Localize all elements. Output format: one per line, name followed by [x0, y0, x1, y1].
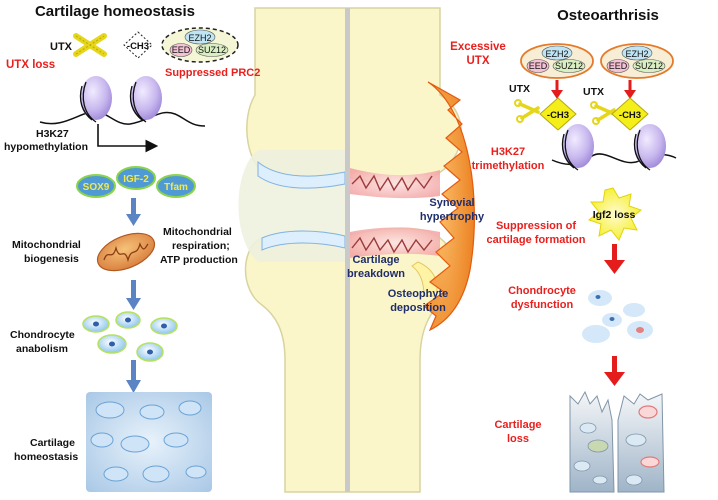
- right-suz12-1: SUZ12: [555, 61, 583, 71]
- factor-igf2: IGF-2: [116, 166, 156, 190]
- left-ch3-label: -CH3: [127, 41, 149, 52]
- right-ch3-1: -CH3: [547, 110, 569, 121]
- red-arrow-1: [604, 244, 625, 274]
- left-title: Cartilage homeostasis: [35, 3, 195, 20]
- damaged-cartilage-upper-zigzag: [351, 174, 433, 192]
- left-eed: EED: [172, 45, 191, 55]
- damaged-cartilage-lower-zigzag: [351, 236, 433, 254]
- healthy-chondrocytes: [82, 311, 178, 362]
- svg-text:breakdown: breakdown: [347, 268, 405, 280]
- igf2-loss-label: Igf2 loss: [593, 209, 636, 221]
- prc2-complex-1: EZH2 EED SUZ12: [520, 43, 594, 79]
- right-utx-label-1: UTX: [509, 83, 530, 95]
- right-utx-label-2: UTX: [583, 86, 604, 98]
- cart-homeo-label-1: Cartilage: [30, 437, 75, 449]
- joint-illustration: [238, 7, 475, 493]
- utx-loss-label: UTX loss: [6, 59, 55, 71]
- red-arrow-prc2-1: [551, 80, 563, 99]
- dysfunction-label-1: Chondrocyte: [508, 285, 576, 297]
- svg-text:Osteophyte: Osteophyte: [388, 288, 449, 300]
- cart-loss-label-1: Cartilage: [494, 419, 541, 431]
- right-title: Osteoarthrisis: [557, 7, 659, 24]
- left-ezh2: EZH2: [188, 33, 211, 43]
- svg-text:hypertrophy: hypertrophy: [420, 211, 485, 223]
- prc2-complex-2: EZH2 EED SUZ12: [600, 43, 674, 79]
- blue-arrow-2: [126, 280, 141, 310]
- cartilage-loss-tissue: [569, 390, 665, 493]
- mito-bio-label-1: Mitochondrial: [12, 239, 81, 251]
- red-arrow-2: [604, 356, 625, 386]
- svg-text:Synovial: Synovial: [429, 197, 474, 209]
- osteophyte: [411, 261, 438, 297]
- dysfunctional-chondrocytes: [582, 290, 653, 343]
- chondro-label-1: Chondrocyte: [10, 329, 75, 341]
- breakdown-label-2: breakdown: [347, 268, 405, 280]
- factor-tfam: Tfam: [156, 174, 196, 198]
- svg-text:Cartilage: Cartilage: [352, 254, 399, 266]
- synovial-label-1: Synovial: [429, 197, 474, 209]
- blue-arrow-1: [126, 198, 141, 226]
- h3k27-label-1: H3K27: [36, 128, 69, 140]
- scissors-icon-2: [590, 101, 616, 125]
- blue-arrow-3: [126, 360, 141, 393]
- scissors-icon-1: [514, 99, 540, 123]
- divider-line: [345, 8, 350, 492]
- cart-loss-label-2: loss: [507, 433, 529, 445]
- healthy-cartilage-tissue: [86, 392, 212, 492]
- excessive-label-1: Excessive: [450, 41, 506, 53]
- ch3-mark-2: -CH3: [611, 97, 649, 131]
- svg-text:deposition: deposition: [390, 302, 446, 314]
- mito-resp-label-3: ATP production: [160, 254, 238, 266]
- right-ezh2-2: EZH2: [625, 49, 648, 59]
- chondro-label-2: anabolism: [16, 343, 68, 355]
- right-ch3-2: -CH3: [619, 110, 641, 121]
- right-suz12-2: SUZ12: [635, 61, 663, 71]
- factor-tfam-label: Tfam: [164, 182, 188, 193]
- osteophyte-label-1: Osteophyte: [388, 288, 449, 300]
- factor-igf2-label: IGF-2: [123, 174, 149, 185]
- excessive-label-2: UTX: [467, 55, 490, 67]
- left-suz12: SUZ12: [198, 45, 226, 55]
- mito-bio-label-2: biogenesis: [24, 253, 79, 265]
- igf2-loss-burst: Igf2 loss: [587, 187, 643, 241]
- cart-homeo-label-2: homeostasis: [14, 451, 78, 463]
- left-nucleosomes: [39, 76, 206, 153]
- suppression-label-2: cartilage formation: [486, 234, 585, 246]
- suppressed-prc2-label: Suppressed PRC2: [165, 67, 260, 79]
- trimethyl-label-2: trimethylation: [472, 160, 545, 172]
- mito-resp-label-2: respiration;: [172, 240, 230, 252]
- ch3-dashed-icon: [123, 31, 153, 59]
- mitochondrion-icon: [96, 232, 156, 272]
- red-arrow-prc2-2: [624, 80, 636, 99]
- h3k27-label-2: hypomethylation: [4, 141, 88, 153]
- osteophyte-label-2: deposition: [390, 302, 446, 314]
- breakdown-label-1: Cartilage: [352, 254, 399, 266]
- utx-scissors-icon: [73, 33, 107, 57]
- right-eed-1: EED: [529, 61, 548, 71]
- right-eed-2: EED: [609, 61, 628, 71]
- factor-sox9: SOX9: [76, 174, 116, 198]
- right-ezh2-1: EZH2: [545, 49, 568, 59]
- trimethyl-label-1: H3K27: [491, 146, 525, 158]
- ch3-mark-1: -CH3: [539, 97, 577, 131]
- dysfunction-label-2: dysfunction: [511, 299, 574, 311]
- mito-resp-label-1: Mitochondrial: [163, 226, 232, 238]
- damaged-cartilage-lower: [350, 227, 440, 258]
- synovial-label-2: hypertrophy: [420, 211, 485, 223]
- right-nucleosomes: [551, 124, 677, 171]
- damaged-cartilage-upper: [350, 168, 440, 199]
- suppression-label-1: Suppression of: [496, 220, 576, 232]
- synovium: [423, 81, 475, 332]
- factor-sox9-label: SOX9: [83, 182, 110, 193]
- left-utx-label: UTX: [50, 41, 73, 53]
